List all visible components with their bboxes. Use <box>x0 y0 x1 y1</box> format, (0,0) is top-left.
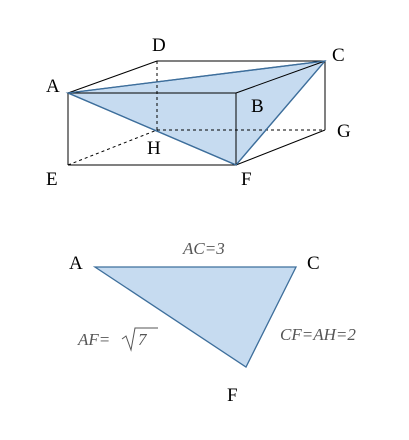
vertex-label-a: A <box>46 76 60 97</box>
vertex-label-b: B <box>251 96 264 117</box>
triangle-vertex-label-c: C <box>307 253 320 274</box>
segment-a-c <box>67 60 326 94</box>
box-figure: A D C B G H E F <box>46 35 351 190</box>
edge-a-d <box>67 60 158 94</box>
triangle-vertex-label-a: A <box>69 253 83 274</box>
hidden-edge-e-h <box>67 129 158 166</box>
edge-b-c <box>235 60 326 94</box>
triangle-acf <box>92 266 298 368</box>
side-label-af: AF= 7 <box>77 327 158 352</box>
vertex-label-h: H <box>147 138 161 159</box>
triangle-figure: A C F AC=3 AF= 7 CF=AH=2 <box>69 239 356 406</box>
side-label-af-radicand: 7 <box>138 330 148 349</box>
side-label-ac: AC=3 <box>182 239 225 258</box>
vertex-label-f: F <box>241 169 252 190</box>
vertex-label-d: D <box>152 35 166 56</box>
vertex-label-g: G <box>337 121 351 142</box>
vertex-label-c: C <box>332 45 345 66</box>
edge-f-g <box>235 129 326 166</box>
segment-a-f <box>67 92 237 166</box>
side-label-af-prefix: AF= <box>77 330 110 349</box>
side-label-cf-ah: CF=AH=2 <box>280 325 356 344</box>
sqrt-radical-symbol <box>121 327 158 352</box>
vertex-label-e: E <box>46 169 58 190</box>
segment-c-f <box>235 60 326 166</box>
triangle-vertex-label-f: F <box>227 385 238 406</box>
